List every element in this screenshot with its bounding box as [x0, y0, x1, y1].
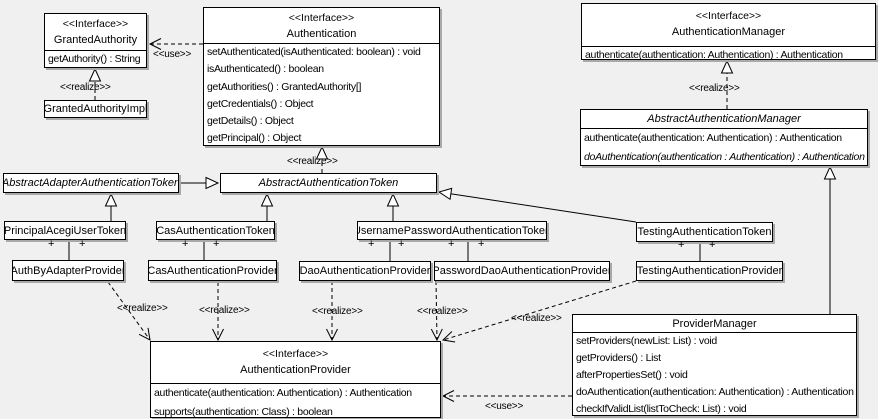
edge-label-realize-abstracttoken: <<realize>> [287, 156, 338, 167]
class-name: AuthenticationProvider [240, 364, 351, 376]
association-end-label: + [709, 239, 716, 251]
stereotype-label: <<Interface>> [262, 348, 329, 360]
association-end-label: + [182, 238, 189, 250]
class-name: PrincipalAcegiUserToken [4, 224, 126, 237]
class-abstract-authentication-manager[interactable]: AbstractAuthenticationManager authentica… [580, 109, 868, 166]
edge-label-realize-abstractauthmanager: <<realize>> [689, 83, 740, 94]
method-label: getDetails() : Object [207, 115, 294, 128]
class-abstract-authentication-token[interactable]: AbstractAuthenticationToken [220, 173, 437, 193]
class-name: GrantedAuthority [53, 34, 138, 46]
class-name: AbstractAuthenticationManager [647, 113, 801, 125]
class-authentication[interactable]: <<Interface>> Authentication setAuthenti… [203, 7, 440, 146]
class-testing-authentication-token[interactable]: TestingAuthenticationToken [636, 222, 773, 242]
class-abstract-adapter-authentication-token[interactable]: AbstractAdapterAuthenticationToken [3, 173, 179, 193]
class-name: CasAuthenticationProvider [148, 264, 277, 277]
edge-realize-testingprovider-authprovider[interactable] [441, 280, 637, 343]
class-dao-authentication-provider[interactable]: DaoAuthenticationProvider [299, 261, 431, 281]
method-label: authenticate(authentication: Authenticat… [585, 49, 843, 60]
class-principal-acegi-user-token[interactable]: PrincipalAcegiUserToken [4, 221, 126, 240]
edge-label-realize-casprovider: <<realize>> [199, 305, 250, 316]
method-label: getProviders() : List [576, 352, 661, 364]
class-auth-by-adapter-provider[interactable]: AuthByAdapterProvider [12, 260, 124, 281]
method-label: afterPropertiesSet() : void [576, 369, 688, 381]
method-label: authenticate(authentication: Authenticat… [154, 387, 412, 399]
edge-label-realize-authbyadapterprovider: <<realize>> [117, 303, 168, 314]
class-name: ProviderManager [672, 318, 757, 330]
class-title: <<Interface>> AuthenticationManager [582, 4, 875, 46]
class-username-password-authentication-token[interactable]: UsernamePasswordAuthenticationToken [357, 221, 547, 240]
class-title: <<Interface>> GrantedAuthority [45, 14, 146, 50]
method-label: getCredentials() : Object [207, 97, 314, 110]
edge-realize-passworddaoprovider-authprovider[interactable] [430, 280, 443, 342]
association-end-label: + [79, 238, 86, 250]
method-label-abstract: doAuthentication(authentication : Authen… [584, 151, 865, 163]
stereotype-label: <<Interface>> [288, 12, 355, 24]
association-end-label: + [678, 239, 685, 251]
edge-label-realize-daoprovider: <<realize>> [312, 306, 363, 317]
association-end-label: + [368, 238, 375, 250]
class-cas-authentication-provider[interactable]: CasAuthenticationProvider [148, 260, 277, 281]
edge-gen-testingtoken-abstracttoken[interactable] [437, 187, 637, 223]
class-authentication-manager[interactable]: <<Interface>> AuthenticationManager auth… [581, 3, 876, 60]
class-provider-manager[interactable]: ProviderManager setProviders(newList: Li… [572, 314, 857, 416]
edge-realize-authbyadapterprovider-authprovider[interactable] [107, 281, 151, 341]
method-label: setAuthenticated(isAuthenticated: boolea… [207, 46, 421, 58]
method-label: getAuthorities() : GrantedAuthority[] [207, 80, 362, 93]
class-granted-authority-impl[interactable]: GrantedAuthorityImpl [44, 100, 147, 118]
class-authentication-provider[interactable]: <<Interface>> AuthenticationProvider aut… [150, 341, 441, 418]
method-label: isAuthenticated() : boolean [207, 63, 324, 76]
class-granted-authority[interactable]: <<Interface>> GrantedAuthority getAuthor… [44, 13, 147, 68]
class-name: AbstractAdapterAuthenticationToken [3, 177, 179, 189]
class-name: TestingAuthenticationProvider [636, 265, 783, 277]
edge-label-use-authentication: <<use>> [153, 49, 192, 60]
class-name: DaoAuthenticationProvider [299, 265, 431, 277]
edge-label-use-providermanager: <<use>> [485, 401, 524, 412]
edge-label-realize-testingprovider: <<realize>> [511, 313, 562, 324]
association-end-label: + [448, 238, 455, 250]
association-end-label: + [478, 238, 485, 250]
class-title: <<Interface>> Authentication [204, 8, 439, 43]
class-name: AuthByAdapterProvider [12, 264, 124, 277]
class-name: PasswordDaoAuthenticationProvider [434, 265, 610, 277]
class-testing-authentication-provider[interactable]: TestingAuthenticationProvider [636, 261, 783, 281]
stereotype-label: <<Interface>> [62, 18, 129, 30]
class-title: AbstractAuthenticationManager [581, 110, 867, 128]
stereotype-label: <<Interface>> [695, 10, 762, 22]
association-end-label: + [398, 238, 405, 250]
class-title: ProviderManager [573, 315, 856, 332]
class-name: TestingAuthenticationToken [637, 226, 772, 238]
edge-label-realize-passworddaoprovider: <<realize>> [417, 306, 468, 317]
method-label: doAuthentication(authentication: Authent… [576, 386, 854, 398]
class-title: <<Interface>> AuthenticationProvider [151, 342, 440, 383]
method-label: getAuthority() : String [48, 53, 141, 65]
method-label: setProviders(newList: List) : void [576, 335, 717, 347]
association-end-label: + [213, 238, 220, 250]
class-name: Authentication [286, 28, 357, 40]
class-name: AbstractAuthenticationToken [258, 177, 399, 189]
method-label: getPrincipal() : Object [207, 132, 302, 145]
class-name: AuthenticationManager [671, 26, 786, 38]
class-name: GrantedAuthorityImpl [44, 103, 147, 115]
method-label: supports(authentication: Class) : boolea… [154, 406, 333, 418]
class-cas-authentication-token[interactable]: CasAuthenticationToken [156, 221, 275, 240]
class-password-dao-authentication-provider[interactable]: PasswordDaoAuthenticationProvider [434, 261, 610, 281]
class-name: CasAuthenticationToken [156, 224, 275, 237]
method-label: authenticate(authentication: Authenticat… [584, 132, 842, 144]
edge-label-realize-grantedauthorityimpl: <<realize>> [60, 82, 111, 93]
association-end-label: + [48, 238, 55, 250]
class-name: UsernamePasswordAuthenticationToken [357, 224, 547, 237]
method-label: checkIfValidList(listToCheck: List) : vo… [576, 403, 747, 415]
